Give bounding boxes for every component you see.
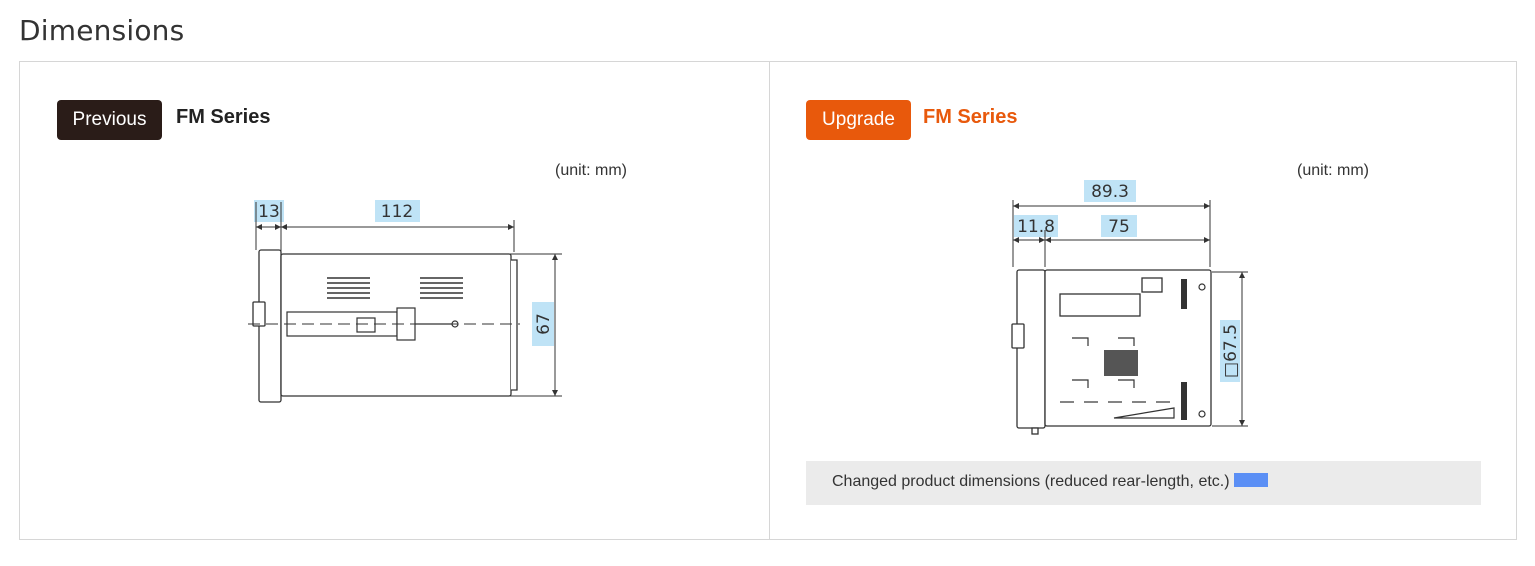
dimensions-panel: Previous FM Series (unit: mm) 13 112 [19, 61, 1517, 540]
arrowheads [1013, 203, 1210, 243]
dim-height-label: 67 [534, 313, 554, 335]
height-dimension-lines [500, 253, 562, 397]
dim-highlight [532, 302, 554, 346]
upgrade-connectors [1104, 279, 1187, 420]
upgrade-internal-marks [1060, 283, 1206, 419]
previous-dimension-drawing: 13 112 [248, 200, 562, 403]
previous-unit-label: (unit: mm) [555, 162, 627, 179]
dim-rear-label: 112 [381, 202, 413, 222]
dim-highlight [254, 200, 284, 222]
top-dimension-lines [1012, 200, 1211, 267]
change-note-text: Changed product dimensions (reduced rear… [832, 473, 1230, 490]
upgrade-badge: Upgrade [806, 100, 911, 140]
previous-badge: Previous [57, 100, 162, 140]
dim-highlight [1220, 320, 1240, 382]
upgrade-dimension-drawing: 89.3 11.8 75 [1011, 180, 1248, 435]
dim-front-label: 13 [258, 202, 280, 222]
dim-front-label: 11.8 [1017, 217, 1055, 237]
arrowheads [552, 254, 558, 396]
upgrade-series-label: FM Series [923, 106, 1018, 128]
changed-marker-swatch [1233, 473, 1268, 487]
page-title: Dimensions [19, 14, 185, 47]
upgrade-device-body [1011, 269, 1212, 435]
dim-highlight [375, 200, 420, 222]
panel-divider [769, 62, 770, 539]
dim-height-label: □67.5 [1221, 324, 1241, 378]
previous-panel: Previous FM Series (unit: mm) 13 112 [20, 62, 769, 539]
dim-highlight [1084, 180, 1136, 202]
previous-series-label: FM Series [176, 106, 271, 128]
dim-total-label: 89.3 [1091, 182, 1129, 202]
upgrade-panel: Upgrade FM Series (unit: mm) 89.3 11.8 7… [770, 62, 1518, 539]
arrowheads [1239, 272, 1245, 426]
change-note: Changed product dimensions (reduced rear… [832, 473, 1268, 491]
upgrade-unit-label: (unit: mm) [1297, 162, 1369, 179]
change-note-bar: Changed product dimensions (reduced rear… [806, 461, 1481, 505]
arrowheads [256, 224, 514, 230]
dim-rear-label: 75 [1108, 217, 1130, 237]
previous-vents [327, 277, 463, 299]
dim-highlight [1014, 215, 1058, 237]
dim-highlight [1101, 215, 1137, 237]
